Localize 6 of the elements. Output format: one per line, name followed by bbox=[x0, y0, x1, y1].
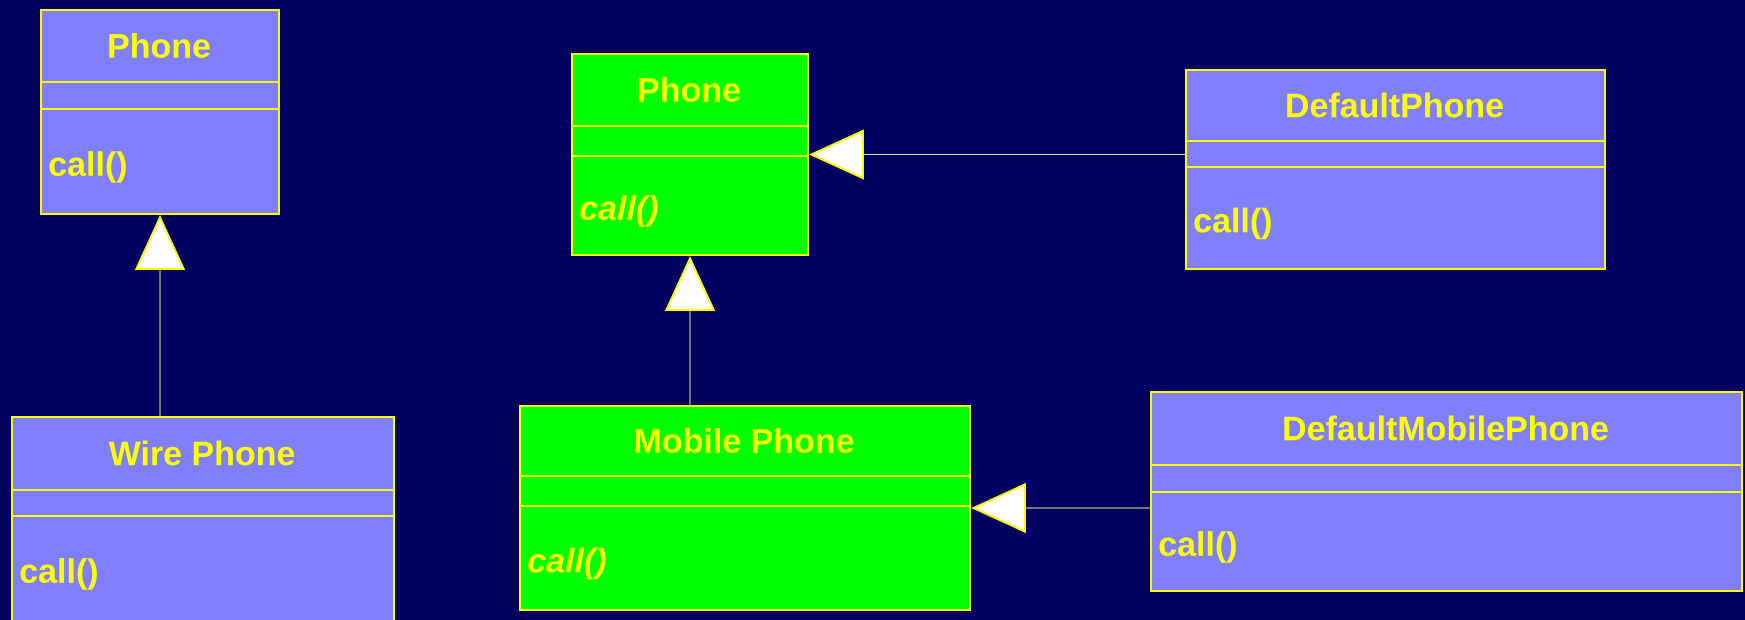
class-box: DefaultMobilePhone call() bbox=[1149, 391, 1743, 592]
class-box: Phone call() bbox=[570, 53, 809, 256]
class-box: Phone call() bbox=[39, 9, 280, 215]
class-box: Mobile Phone call() bbox=[518, 405, 971, 611]
class-box: Wire Phone call() bbox=[10, 416, 395, 620]
class-box: DefaultPhone call() bbox=[1184, 69, 1606, 270]
